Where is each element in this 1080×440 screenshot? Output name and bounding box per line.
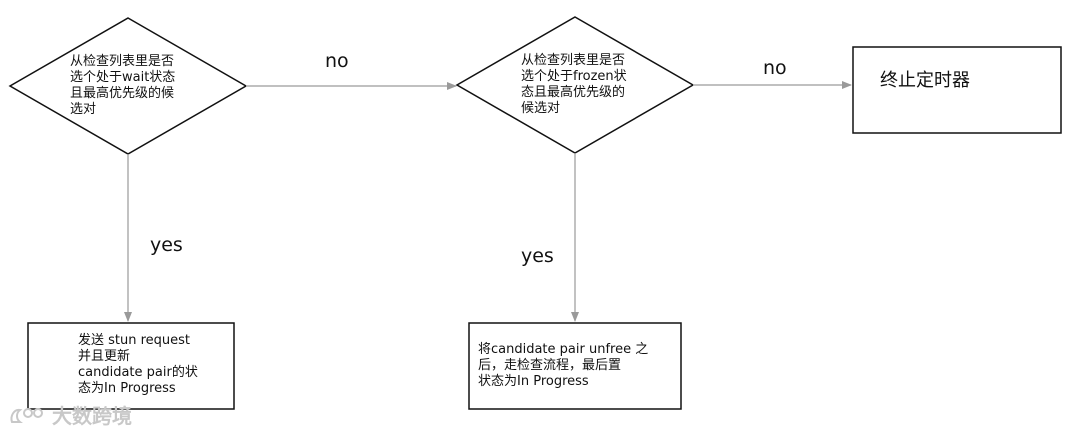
terminate-box xyxy=(852,46,1062,134)
watermark-logo-icon xyxy=(10,408,43,423)
edge-label-frozen-no: no xyxy=(763,57,787,79)
edge-label-wait-no: no xyxy=(325,50,349,72)
decision-wait-label: 从检查列表里是否 选个处于wait状态 且最高优先级的候 选对 xyxy=(70,54,176,117)
terminate-label: 终止定时器 xyxy=(880,70,970,91)
action-unfree-label: 将candidate pair unfree 之 后，走检查流程，最后置 状态为… xyxy=(478,342,649,389)
action-unfree-box xyxy=(468,322,682,410)
action-send-label: 发送 stun request 并且更新 candidate pair的状 态为… xyxy=(78,333,198,396)
decision-frozen-label: 从检查列表里是否 选个处于frozen状 态且最高优先级的 候选对 xyxy=(521,53,627,116)
edge-label-wait-yes: yes xyxy=(150,234,183,256)
watermark: 大数跨境 xyxy=(8,404,132,428)
watermark-text: 大数跨境 xyxy=(52,404,132,428)
edge-label-frozen-yes: yes xyxy=(521,245,554,267)
action-send-box xyxy=(27,322,235,410)
